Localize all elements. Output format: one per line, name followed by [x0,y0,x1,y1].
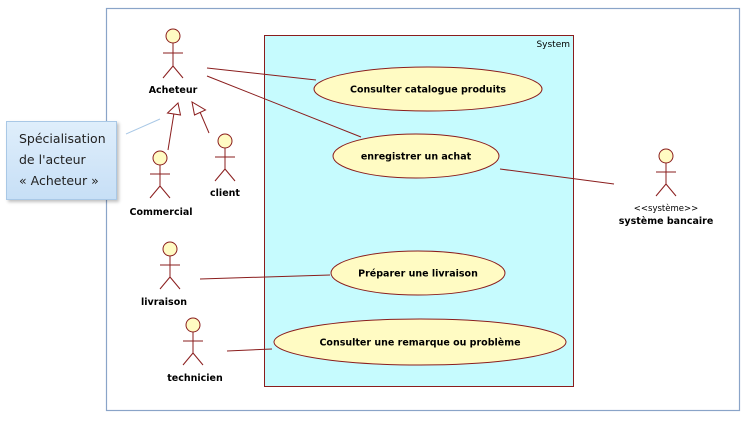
gen-client-line [199,111,210,134]
actor-icon [655,148,677,197]
use-case-ellipse [313,66,543,112]
use-case-preparer-livraison[interactable]: Préparer une livraison [330,250,506,296]
actor-label: système bancaire [619,216,714,227]
actor-systeme-bancaire[interactable]: <<système>> système bancaire [619,148,714,227]
actor-stereotype: <<système>> [634,203,698,214]
assoc-acheteur-achat [206,75,362,138]
gen-commercial-line [167,112,175,151]
use-case-consulter-remarque[interactable]: Consulter une remarque ou problème [273,318,567,366]
actor-commercial[interactable]: Commercial [130,150,193,218]
actor-livraison[interactable]: livraison [141,241,187,308]
actor-client[interactable]: client [210,133,240,199]
actor-label: client [210,188,240,199]
use-case-enregistrer-achat[interactable]: enregistrer un achat [332,133,500,179]
actor-icon [162,28,184,79]
actor-label: Commercial [130,207,193,218]
actor-label: technicien [167,373,223,384]
actor-label: Acheteur [149,85,198,96]
assoc-livraison-preparer [199,274,331,280]
actor-icon [159,241,181,290]
use-case-ellipse [330,250,506,296]
use-case-label: Consulter une remarque ou problème [319,338,520,349]
note-connector [125,118,161,135]
use-case-label: Consulter catalogue produits [350,85,506,96]
use-case-ellipse [332,133,500,179]
actor-icon [182,317,204,366]
actor-technicien[interactable]: technicien [167,317,223,384]
actor-acheteur[interactable]: Acheteur [149,28,198,96]
note-line: « Acheteur » [19,173,99,188]
assoc-achat-banque [499,168,615,185]
assoc-technicien-remarque [226,348,273,352]
specialisation-note: Spécialisation de l'acteur « Acheteur » [6,121,117,200]
gen-commercial-arrowhead [166,102,182,116]
associations [199,67,615,352]
use-case-ellipse [273,318,567,366]
actor-icon [149,150,171,199]
use-case-label: Préparer une livraison [358,269,478,280]
generalizations [166,101,210,151]
system-label: System [536,40,570,50]
assoc-acheteur-catalogue [206,67,317,81]
use-case-label: enregistrer un achat [361,152,472,163]
note-line: de l'acteur [19,152,86,167]
use-case-consulter-catalogue[interactable]: Consulter catalogue produits [313,66,543,112]
actor-icon [214,133,236,182]
gen-client-arrowhead [191,101,207,116]
note-line: Spécialisation [19,131,106,146]
actor-label: livraison [141,297,187,308]
